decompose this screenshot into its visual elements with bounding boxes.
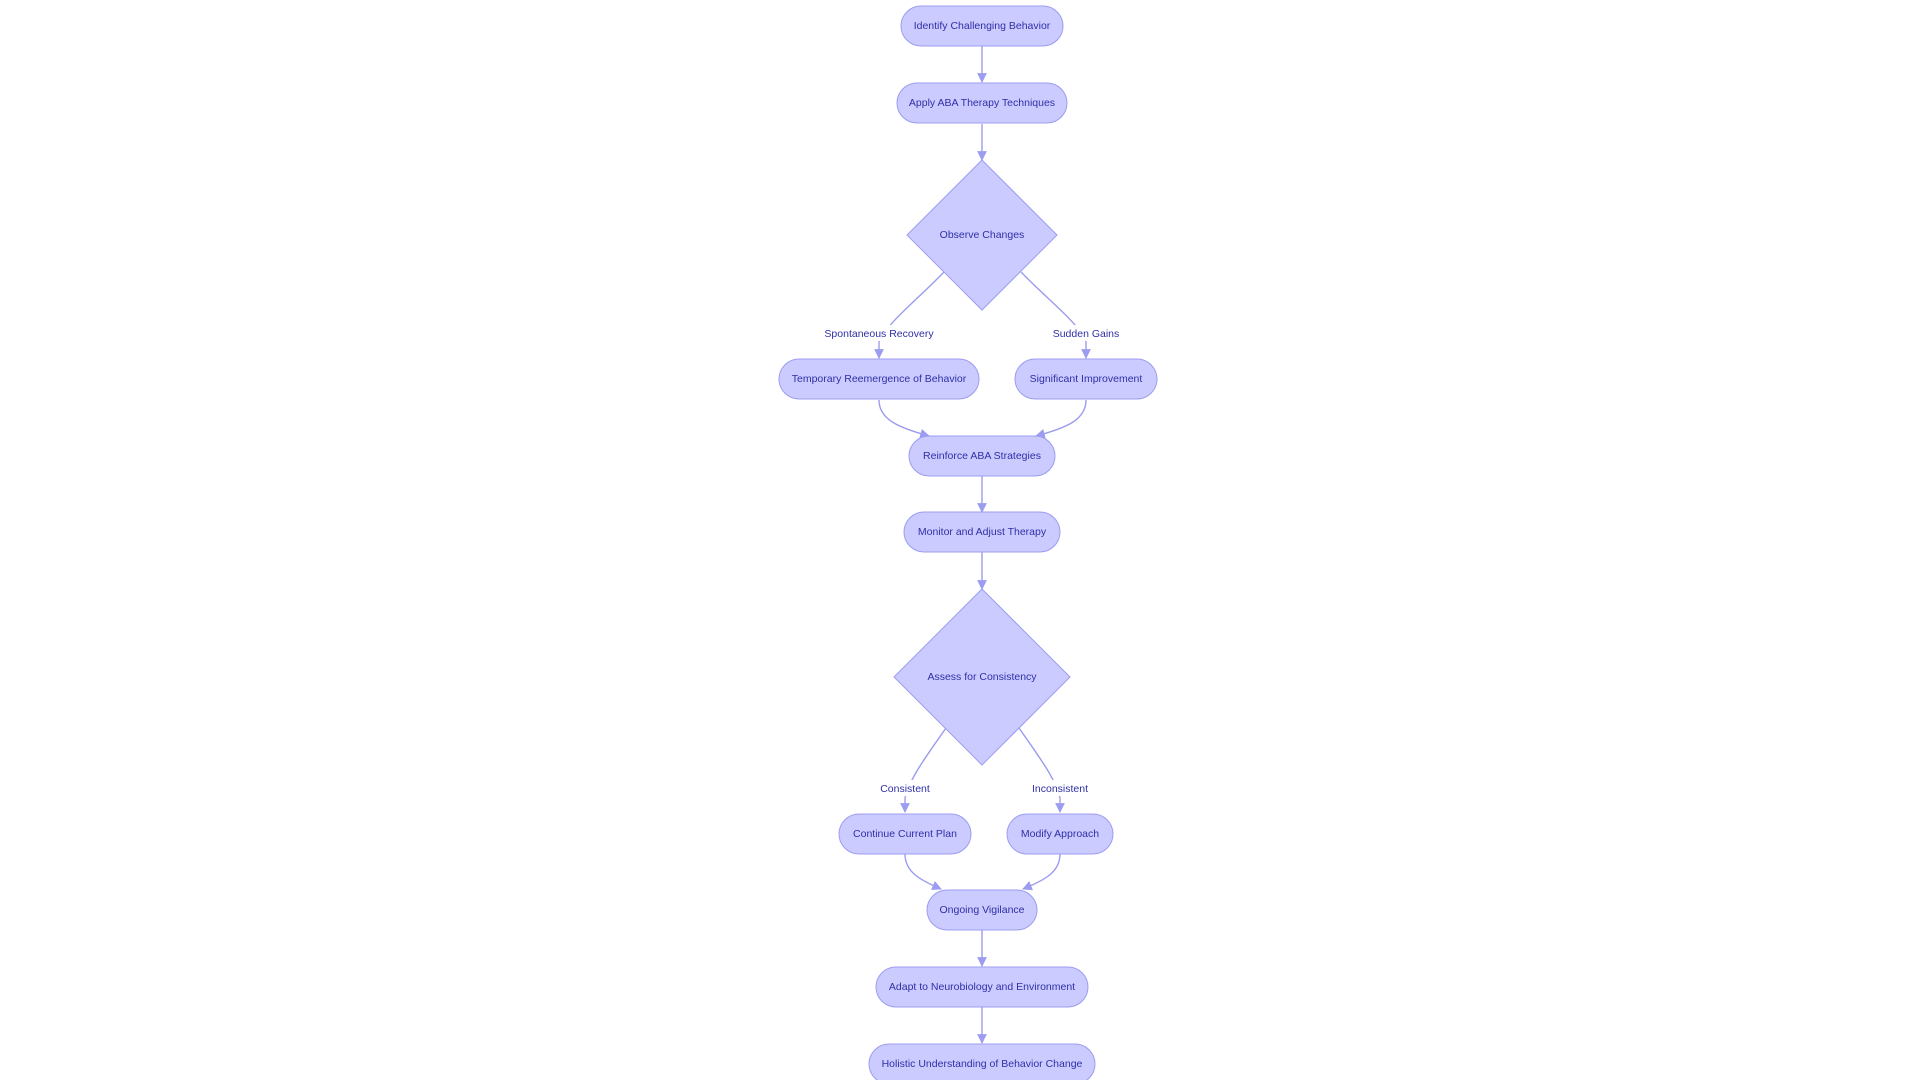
node-adapt-to-neurobiology-and-environment[interactable]: Adapt to Neurobiology and Environment <box>875 966 1089 1008</box>
edges <box>874 46 1091 1044</box>
node-significant-improvement[interactable]: Significant Improvement <box>1014 358 1158 400</box>
node-holistic-understanding-of-behavior-change[interactable]: Holistic Understanding of Behavior Chang… <box>868 1043 1096 1080</box>
edge-modify-to-vigilance <box>1022 853 1061 891</box>
edge-label-inconsistent: Inconsistent <box>1032 783 1088 795</box>
node-monitor-and-adjust-therapy[interactable]: Monitor and Adjust Therapy <box>903 511 1061 553</box>
node-reinforce-aba-strategies[interactable]: Reinforce ABA Strategies <box>908 435 1056 477</box>
node-temporary-reemergence-of-behavior[interactable]: Temporary Reemergence of Behavior <box>778 358 980 400</box>
node-label: Monitor and Adjust Therapy <box>918 526 1047 538</box>
node-apply-aba-therapy-techniques[interactable]: Apply ABA Therapy Techniques <box>896 82 1068 124</box>
node-label: Ongoing Vigilance <box>939 904 1024 916</box>
node-identify-challenging-behavior[interactable]: Identify Challenging Behavior <box>900 5 1064 47</box>
edge-observe-to-temporary <box>874 271 945 359</box>
node-label: Adapt to Neurobiology and Environment <box>889 981 1075 993</box>
edge-assess-to-modify <box>1018 727 1065 813</box>
node-label: Apply ABA Therapy Techniques <box>909 97 1055 109</box>
node-continue-current-plan[interactable]: Continue Current Plan <box>838 813 972 855</box>
edge-label-sudden-gains: Sudden Gains <box>1053 328 1120 340</box>
node-ongoing-vigilance[interactable]: Ongoing Vigilance <box>926 889 1038 931</box>
node-label: Reinforce ABA Strategies <box>923 450 1041 462</box>
node-label: Significant Improvement <box>1030 373 1143 385</box>
edge-labels: Spontaneous Recovery Sudden Gains Consis… <box>822 325 1122 796</box>
node-modify-approach[interactable]: Modify Approach <box>1006 813 1114 855</box>
node-label: Assess for Consistency <box>927 671 1037 683</box>
node-label: Holistic Understanding of Behavior Chang… <box>882 1058 1083 1070</box>
edge-temporary-to-reinforce <box>878 399 930 439</box>
nodes: Identify Challenging Behavior Apply ABA … <box>778 5 1158 1080</box>
decision-assess-for-consistency[interactable]: Assess for Consistency <box>893 588 1071 766</box>
node-label: Continue Current Plan <box>853 828 957 840</box>
node-label: Observe Changes <box>940 229 1025 241</box>
node-label: Identify Challenging Behavior <box>914 20 1051 32</box>
node-label: Modify Approach <box>1021 828 1099 840</box>
edge-observe-to-significant <box>1020 271 1091 359</box>
decision-observe-changes[interactable]: Observe Changes <box>906 159 1058 311</box>
edge-continue-to-vigilance <box>904 853 942 891</box>
edge-label-spontaneous-recovery: Spontaneous Recovery <box>824 328 934 340</box>
edge-significant-to-reinforce <box>1035 399 1087 439</box>
node-label: Temporary Reemergence of Behavior <box>792 373 967 385</box>
edge-label-consistent: Consistent <box>880 783 930 795</box>
edge-assess-to-continue <box>900 727 947 813</box>
